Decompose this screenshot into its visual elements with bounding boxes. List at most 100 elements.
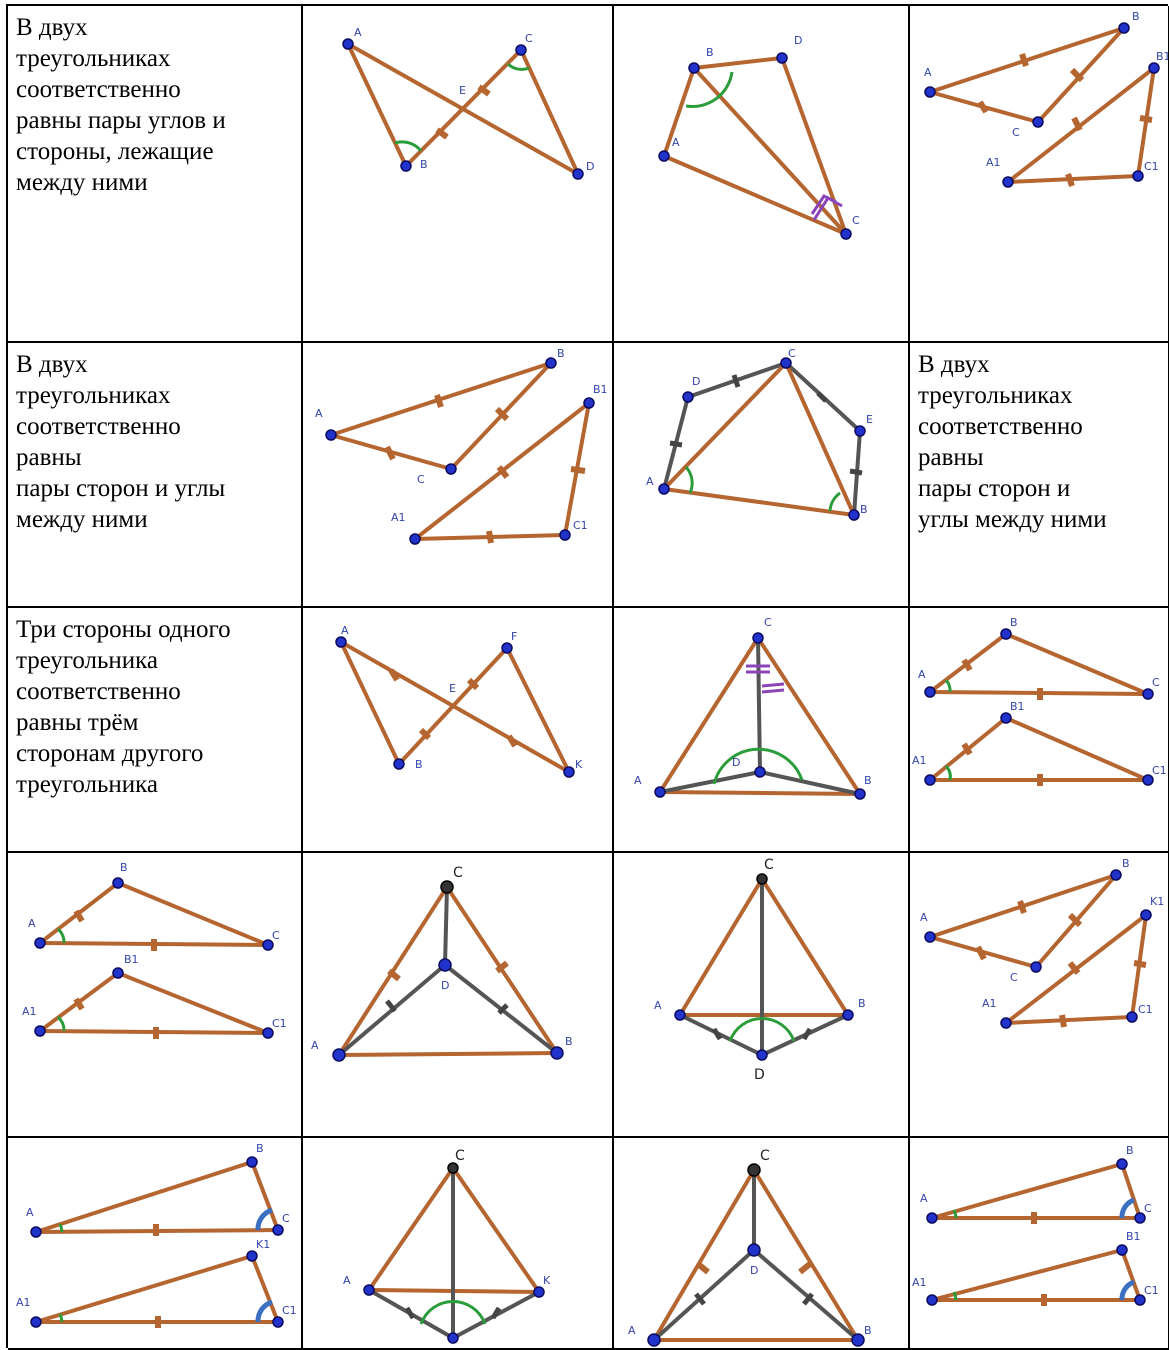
figure-triangle-exterior-point: C A B D (654, 857, 866, 1083)
point-label: A (628, 1324, 636, 1337)
figure-point (1142, 688, 1154, 700)
figure-segment (760, 877, 850, 1017)
figure-point (776, 52, 788, 64)
point-label: A1 (912, 1276, 927, 1289)
point-label: B (1132, 10, 1140, 23)
figure-two-triangles-side-marks-2: A B C A1 C1 K1 (920, 857, 1164, 1029)
point-label: B (864, 1324, 872, 1337)
figure-segment (662, 66, 696, 158)
figure-segment (930, 1162, 1124, 1220)
figure-point (393, 758, 405, 770)
figure-segment (506, 62, 530, 71)
point-label: B (864, 774, 872, 787)
figure-segment (658, 790, 862, 796)
figure-point (272, 1224, 284, 1236)
point-label: A (341, 624, 349, 637)
figure-segment (1017, 900, 1027, 914)
point-label: B1 (1126, 1230, 1141, 1243)
point-label: A (918, 668, 926, 681)
figure-point (1002, 176, 1014, 188)
point-label: D (750, 1264, 758, 1277)
point-label: A (920, 911, 928, 924)
point-label: B (1010, 616, 1018, 629)
figure-point (752, 632, 764, 644)
figure-point (559, 529, 571, 541)
point-label: C1 (1138, 1003, 1153, 1016)
figure-segment (255, 1299, 273, 1323)
figure-segment (694, 1292, 706, 1306)
figure-segment (801, 1027, 813, 1041)
figure-segment (388, 668, 400, 682)
figure-segment (505, 646, 571, 774)
figure-segment (34, 1160, 254, 1234)
figure-point (400, 160, 412, 172)
figure-triangle-exterior-point-2: C A K (343, 1148, 551, 1344)
figure-point (246, 1156, 258, 1168)
figure-segment (466, 677, 480, 691)
figure-point (30, 1226, 42, 1238)
figure-segment (944, 679, 952, 693)
cell-r1-c1: В двух треугольниках соответственно равн… (8, 6, 303, 343)
cell-r2-c2: A B C A1 C1 B1 (303, 343, 614, 608)
figure-segment (1069, 67, 1085, 83)
figure-point (1132, 170, 1144, 182)
figure-point (1118, 22, 1130, 34)
figure-two-triangles-sss: A B C A1 B1 C1 (912, 616, 1167, 786)
figure-segment (385, 999, 397, 1013)
figure-point (515, 44, 527, 56)
figure-point (409, 533, 421, 545)
figure-segment (849, 468, 863, 476)
figure-point (1116, 1158, 1128, 1170)
figure-point (924, 86, 936, 98)
point-label: C1 (1152, 764, 1167, 777)
figure-segment (490, 1306, 502, 1320)
point-label: D (754, 1067, 765, 1083)
figure-point (1142, 774, 1154, 786)
point-label: B (415, 758, 423, 771)
figure-point (647, 1333, 661, 1347)
figure-segment (728, 1016, 796, 1042)
figure-segment (685, 71, 734, 108)
point-label: A (28, 917, 36, 930)
figure-point (1000, 628, 1012, 640)
figure-point (1134, 1212, 1146, 1224)
figure-segment (761, 682, 785, 694)
figure-point (658, 483, 670, 495)
cell-r5-c2: C A K (303, 1138, 614, 1350)
figure-point (572, 168, 584, 180)
figure-segment (443, 885, 449, 967)
figure-segment (780, 56, 848, 236)
cell-r3-c2: A F E B K (303, 608, 614, 853)
figure-segment (73, 997, 85, 1011)
figure-point (926, 1212, 938, 1224)
figure-segment (961, 658, 973, 672)
point-label: B1 (1010, 700, 1025, 713)
figure-segment (828, 491, 841, 512)
figure-segment (434, 394, 444, 408)
figure-point (363, 1284, 375, 1296)
figure-segment (58, 1313, 64, 1323)
figure-segment (652, 1168, 756, 1342)
figure-segment (495, 960, 509, 974)
figure-segment (812, 195, 843, 221)
point-label: D (441, 979, 449, 992)
point-label: A (634, 774, 642, 787)
figure-crossing-triangles-sides: A F E B K (335, 624, 583, 778)
figure-segment (1004, 632, 1150, 696)
point-label: E (866, 413, 873, 426)
figure-point (924, 686, 936, 698)
figure-point (34, 1025, 46, 1037)
point-label: A (920, 1192, 928, 1205)
cell-r4-c4: A B C A1 C1 K1 (910, 853, 1169, 1138)
figure-point (262, 1027, 274, 1039)
cell-r4-c1: A B C A1 B1 C1 (8, 853, 303, 1138)
figure-segment (58, 1223, 64, 1233)
figure-segment (387, 968, 401, 982)
figure-point (654, 786, 666, 798)
cell-r5-c1: A B C A1 K1 C1 (8, 1138, 303, 1350)
figure-point (780, 357, 792, 369)
point-label: F (511, 630, 517, 643)
figure-point (262, 939, 274, 951)
figure-segment (1133, 960, 1147, 968)
figure-segment (930, 1248, 1124, 1302)
